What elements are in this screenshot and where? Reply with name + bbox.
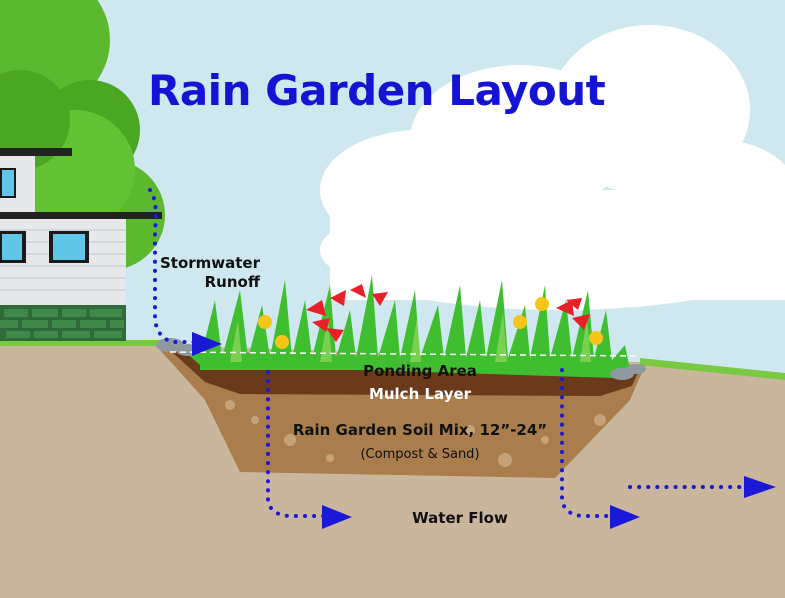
- soil-mix-note: (Compost & Sand): [360, 447, 480, 462]
- flow-arrowheads: [192, 332, 776, 529]
- mulch-layer-label: Mulch Layer: [368, 385, 472, 403]
- red-flower-icon: [306, 284, 590, 342]
- grass-highlight: [230, 312, 591, 362]
- soil-pebbles: [225, 400, 606, 467]
- grass-icon: [185, 275, 630, 378]
- water-flow-label: Water Flow: [412, 509, 508, 527]
- runoff-line-1: Stormwater: [159, 254, 260, 272]
- ponding-line: [169, 351, 641, 357]
- cloud-icon: [320, 25, 785, 310]
- grass-line-right: [640, 358, 785, 380]
- grass-line-left: [0, 340, 160, 346]
- yellow-flower-icon: [258, 297, 603, 349]
- diagram-title: Rain Garden Layout: [148, 66, 606, 115]
- ponding-area-label: Ponding Area: [363, 362, 477, 380]
- flow-arrow-icon: [148, 188, 747, 518]
- stormwater-runoff-label: Stormwater Runoff: [158, 254, 260, 292]
- house-icon: [0, 148, 162, 341]
- runoff-line-2: Runoff: [204, 273, 260, 291]
- soil-mix-label: Rain Garden Soil Mix, 12”-24”: [292, 421, 548, 439]
